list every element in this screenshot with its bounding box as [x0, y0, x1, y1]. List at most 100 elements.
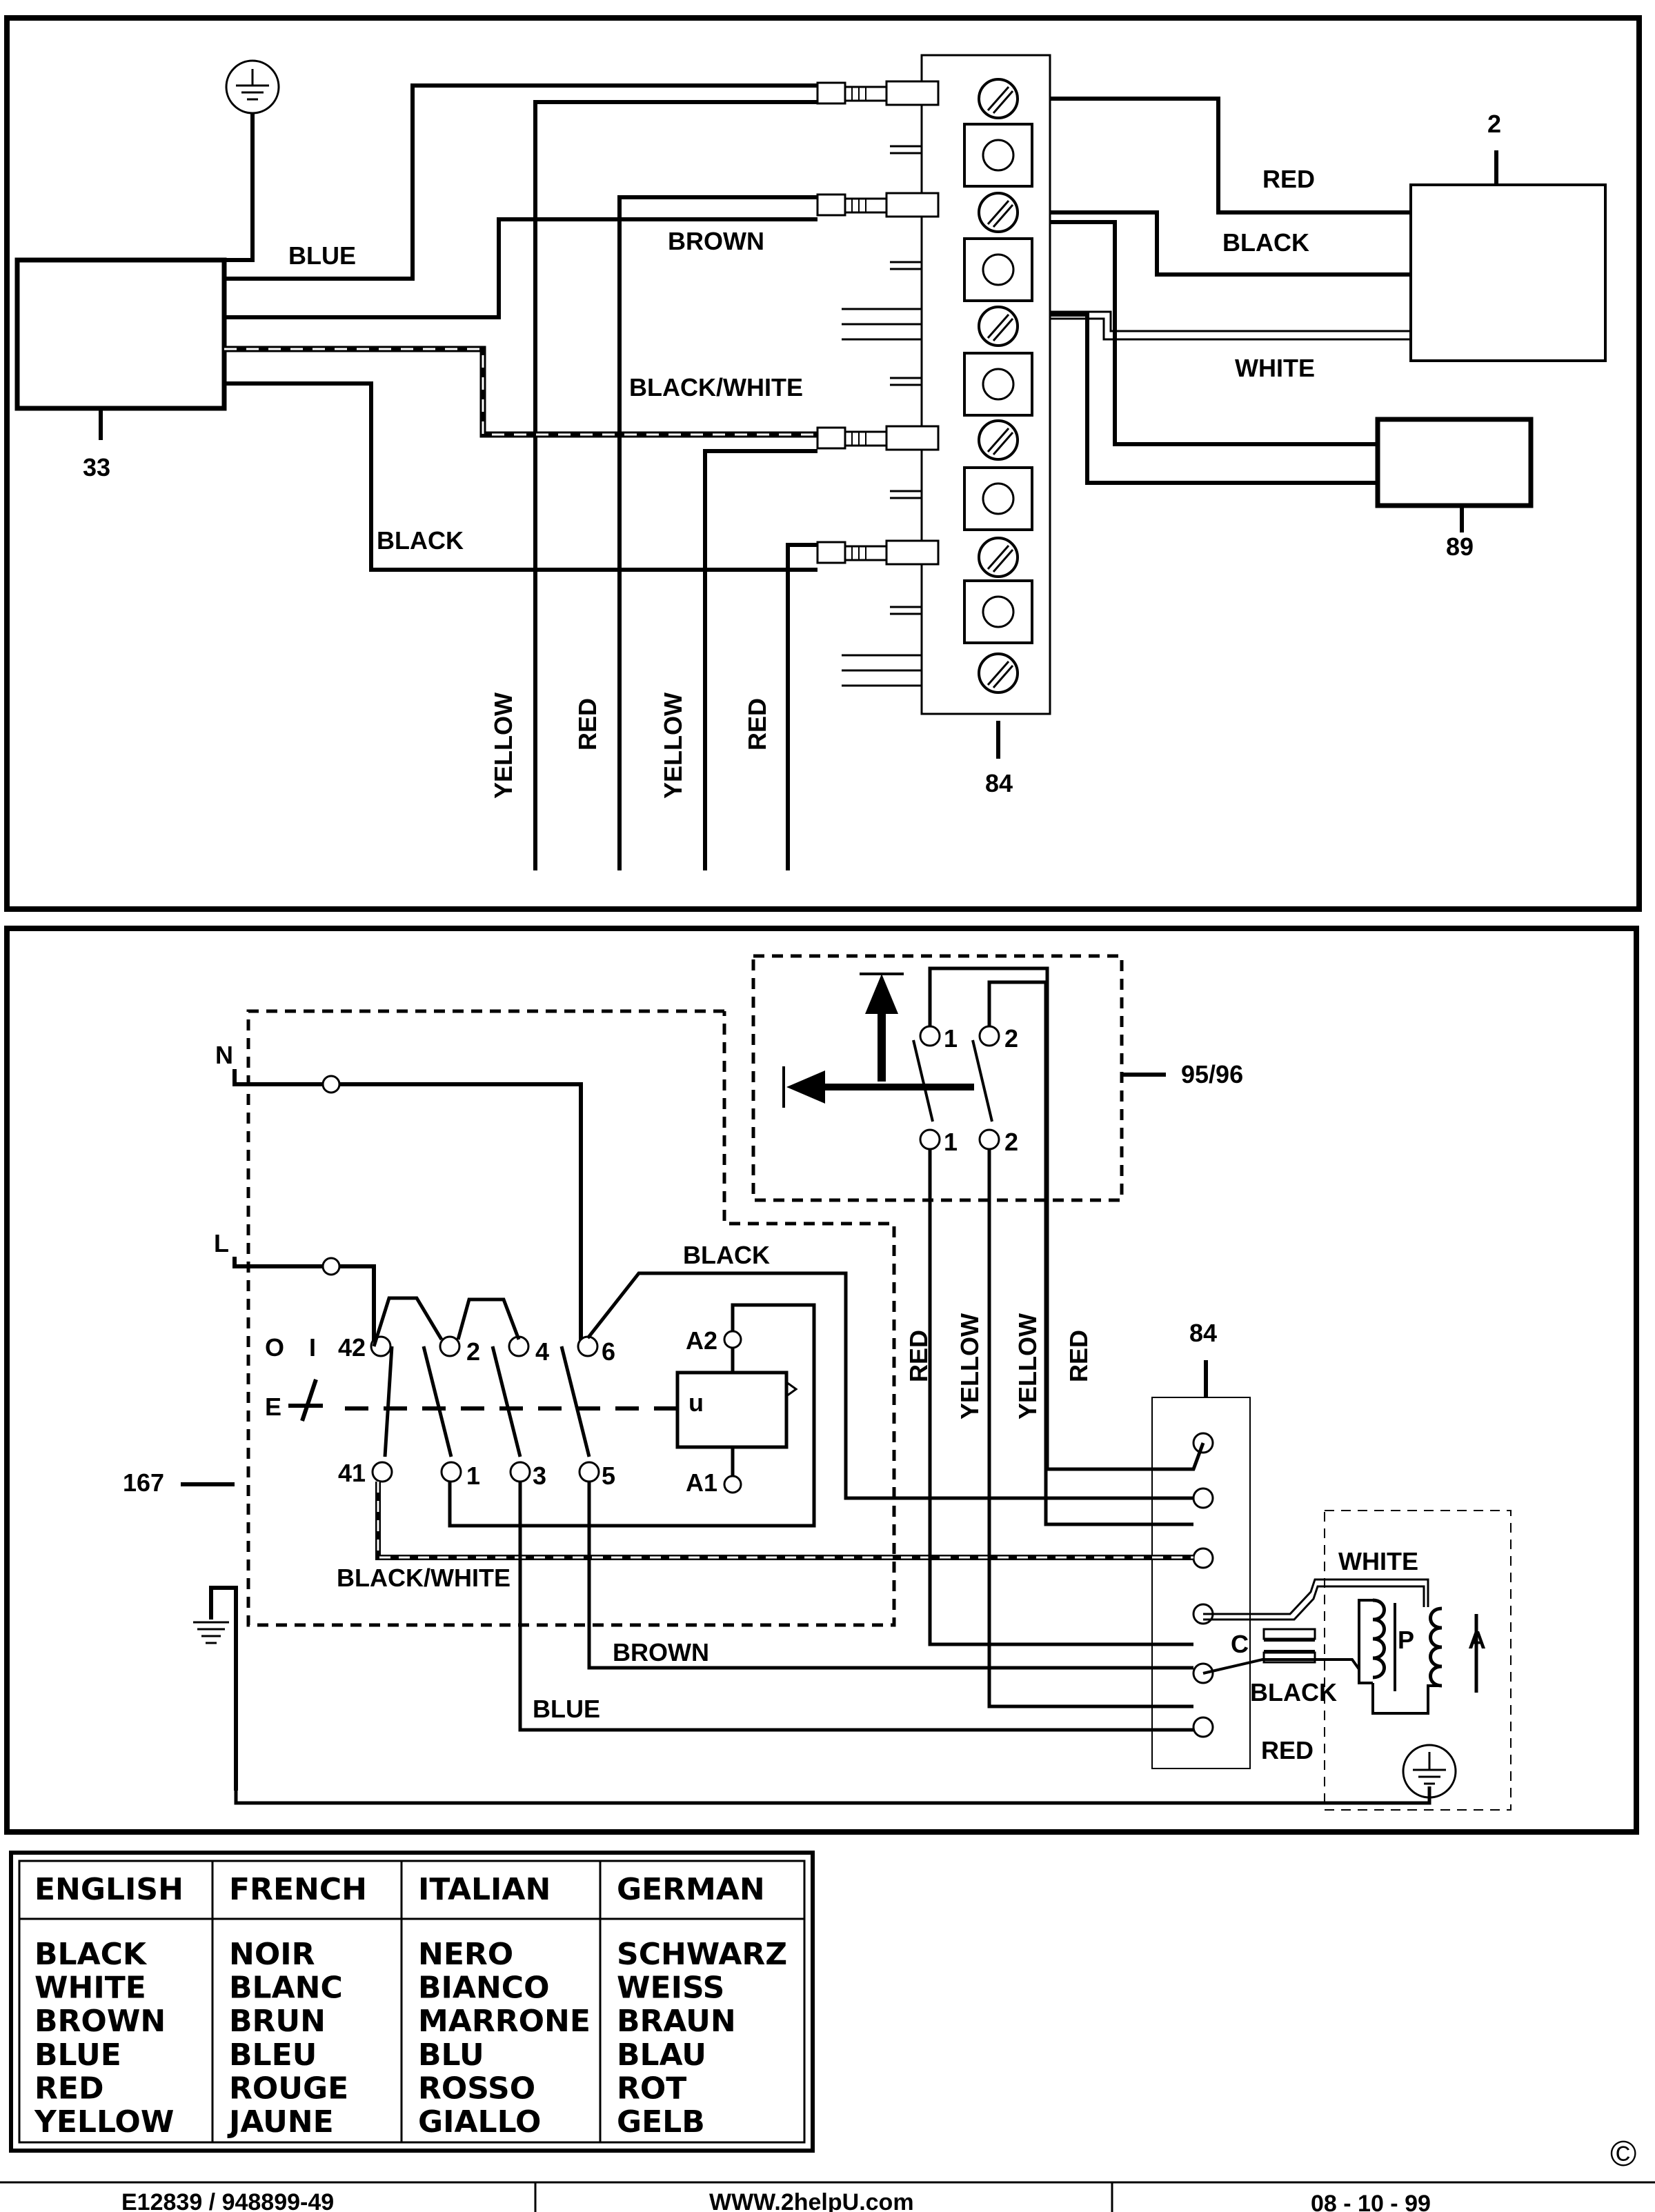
winding-label-p: P [1398, 1626, 1414, 1654]
terminal-block-84-bottom-label: 84 [1189, 1319, 1217, 1347]
component-33-label: 33 [83, 453, 110, 481]
wire-label-white: WHITE [1235, 354, 1315, 382]
terminal-41-label: 41 [338, 1459, 366, 1487]
switch-label-o: O [265, 1333, 284, 1362]
black-white-wire-bottom [375, 1482, 1193, 1560]
terminal-a2-label: A2 [686, 1326, 717, 1355]
legend-cell: JAUNE [227, 2104, 334, 2140]
legend-cell: BLAU [617, 2037, 706, 2073]
legend-cell: BLACK [34, 1937, 148, 1972]
capacitor-label-c: C [1231, 1630, 1249, 1658]
component-33-box [14, 257, 227, 411]
legend-cell: ROSSO [418, 2071, 535, 2106]
selector-contact-1-bottom-label: 1 [944, 1128, 958, 1156]
terminal-5-label: 5 [602, 1462, 615, 1490]
label-l: L [214, 1229, 229, 1257]
legend-cell: BLU [418, 2037, 484, 2073]
enclosure-167-label: 167 [123, 1468, 164, 1497]
terminal-3-label: 3 [533, 1462, 546, 1490]
wire-label-yellow-1: YELLOW [955, 1313, 984, 1419]
wire-label-red-2: RED [743, 698, 771, 750]
terminal-6-label: 6 [602, 1337, 615, 1366]
wire-label-black: BLACK [683, 1241, 770, 1269]
wire-label-brown: BROWN [613, 1638, 709, 1666]
legend-header: ITALIAN [418, 1872, 551, 1907]
terminal-block-84-label: 84 [985, 769, 1013, 797]
ground-icon [193, 1586, 238, 1791]
enclosure-167 [246, 1009, 896, 1627]
ground-icon [225, 59, 280, 114]
bottom-panel: 84 N L 42 2 4 6 [4, 926, 1639, 1835]
wire-label-yellow-2: YELLOW [659, 693, 687, 799]
legend-cell: SCHWARZ [617, 1937, 787, 1972]
footer-date: 08 - 10 - 99 [1311, 2191, 1431, 2212]
legend-cell: GIALLO [418, 2104, 541, 2140]
legend-cell: GELB [617, 2104, 705, 2140]
legend-cell: WHITE [34, 1971, 146, 2006]
wire-label-blue: BLUE [288, 241, 356, 270]
wire-label-yellow-2: YELLOW [1013, 1313, 1042, 1419]
footer: E12839 / 948899-49 WWW.2helpU.com 08 - 1… [0, 2181, 1655, 2212]
wire-label-red-motor: RED [1261, 1736, 1314, 1764]
motor [1202, 1578, 1478, 1715]
white-wire-top [1050, 310, 1411, 341]
legend-cell: BRAUN [617, 2004, 736, 2039]
wire-label-red-1: RED [573, 698, 602, 750]
selector-switch-95-96 [782, 966, 1205, 1708]
selector-contact-2-bottom-label: 2 [1004, 1128, 1018, 1156]
legend-cell: BLANC [229, 1971, 343, 2006]
wire-label-red: RED [1262, 165, 1315, 193]
top-panel-frame [4, 15, 1642, 912]
wire-label-brown: BROWN [668, 227, 764, 255]
terminal-4-label: 4 [535, 1337, 549, 1366]
selector-contact-1-top-label: 1 [944, 1024, 958, 1053]
component-2-box [1409, 183, 1607, 362]
wire-label-blue: BLUE [533, 1695, 600, 1723]
terminal-2-label: 2 [466, 1337, 480, 1366]
label-n: N [215, 1041, 233, 1069]
coil-label-u: u [688, 1388, 704, 1417]
bottom-panel-frame [4, 926, 1639, 1835]
component-89-label: 89 [1446, 532, 1474, 561]
winding-label-a: A [1468, 1626, 1486, 1654]
terminal-42-label: 42 [338, 1333, 366, 1362]
terminal-1-label: 1 [466, 1462, 480, 1490]
legend-cell: YELLOW [34, 2104, 174, 2140]
selector-switch-label: 95/96 [1181, 1060, 1243, 1088]
motor-enclosure [1324, 1510, 1512, 1811]
enclosure-95-96 [751, 954, 1124, 1202]
color-legend-table: ENGLISH FRENCH ITALIAN GERMAN BLACKWHITEBROW… [9, 1851, 815, 2153]
terminal-a1-label: A1 [686, 1468, 717, 1497]
top-panel: 33 [4, 15, 1642, 912]
legend-cell: NOIR [229, 1937, 315, 1972]
legend-cell: MARRONE [418, 2004, 591, 2039]
wire-label-black: BLACK [377, 526, 464, 555]
copyright-mark: © [1610, 2134, 1636, 2174]
component-2-label: 2 [1487, 110, 1501, 138]
legend-cell: ROUGE [229, 2071, 348, 2106]
wire-label-black-white: BLACK/WHITE [629, 373, 803, 401]
wire-label-red-2: RED [1064, 1330, 1093, 1382]
black-white-wire-top [224, 346, 817, 438]
legend-cell: WEISS [617, 1971, 724, 2006]
legend-cell: NERO [418, 1937, 513, 1972]
wire-label-black-motor: BLACK [1250, 1678, 1337, 1706]
legend-header: ENGLISH [34, 1872, 184, 1907]
legend-cell: BLEU [229, 2037, 317, 2073]
legend-cell: BROWN [34, 2004, 166, 2039]
legend-cell: BIANCO [418, 1971, 549, 2006]
legend-header: GERMAN [617, 1872, 765, 1907]
legend-cell: RED [34, 2071, 103, 2106]
legend-cell: ROT [617, 2071, 686, 2106]
wire-label-red-1: RED [904, 1330, 933, 1382]
contactor-coil [675, 1371, 789, 1449]
selector-contact-2-top-label: 2 [1004, 1024, 1018, 1053]
wire-label-yellow-1: YELLOW [489, 693, 517, 799]
legend-header: FRENCH [229, 1872, 367, 1907]
wire-label-black-right: BLACK [1222, 228, 1309, 257]
footer-document-number: E12839 / 948899-49 [121, 2189, 334, 2212]
switch-label-e: E [265, 1393, 281, 1421]
component-89-box [1375, 417, 1534, 508]
wire-label-black-white: BLACK/WHITE [337, 1564, 511, 1592]
